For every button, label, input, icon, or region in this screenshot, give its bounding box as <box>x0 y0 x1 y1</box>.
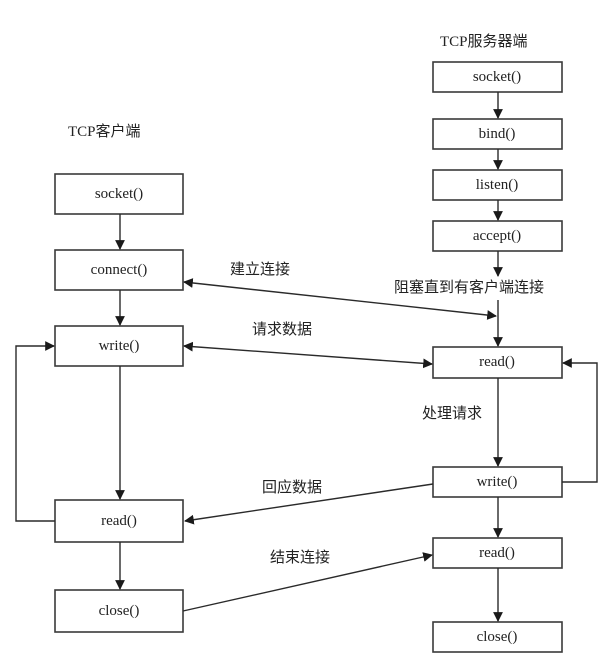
arrow-server-loop-write-to-read <box>562 358 598 483</box>
server-step-listen: listen() <box>432 169 563 201</box>
client-socket-label: socket() <box>95 186 143 202</box>
server-bind-label: bind() <box>479 126 516 142</box>
server-step-accept: accept() <box>432 220 563 252</box>
arrow-establish-connection <box>183 278 497 320</box>
server-title: TCP服务器端 <box>440 33 528 50</box>
arrow-close-connection <box>182 552 433 612</box>
client-step-connect: connect() <box>54 249 184 291</box>
server-close-label: close() <box>477 629 518 645</box>
server-read2-label: read() <box>479 545 515 561</box>
server-step-read: read() <box>432 346 563 379</box>
exchange-label-connect: 建立连接 <box>230 260 290 278</box>
server-accept-label: accept() <box>473 228 521 244</box>
exchange-label-response: 回应数据 <box>262 478 322 496</box>
server-socket-label: socket() <box>473 69 521 85</box>
client-title: TCP客户端 <box>68 123 141 140</box>
server-step-close: close() <box>432 621 563 653</box>
arrow-client-loop-read-to-write <box>15 341 55 522</box>
exchange-label-close: 结束连接 <box>270 548 330 566</box>
client-step-write: write() <box>54 325 184 367</box>
client-connect-label: connect() <box>91 262 148 278</box>
client-close-label: close() <box>99 603 140 619</box>
server-step-read-final: read() <box>432 537 563 569</box>
server-write-label: write() <box>477 474 518 490</box>
exchange-label-request: 请求数据 <box>252 320 312 338</box>
server-listen-label: listen() <box>476 177 519 193</box>
server-step-socket: socket() <box>432 61 563 93</box>
client-write-label: write() <box>99 338 140 354</box>
server-step-write: write() <box>432 466 563 498</box>
server-read-label: read() <box>479 354 515 370</box>
server-block-note: 阻塞直到有客户端连接 <box>394 278 544 296</box>
client-read-label: read() <box>101 513 137 529</box>
client-step-socket: socket() <box>54 173 184 215</box>
server-process-note: 处理请求 <box>422 404 482 422</box>
client-step-read: read() <box>54 499 184 543</box>
arrow-request-data <box>183 341 433 369</box>
server-step-bind: bind() <box>432 118 563 150</box>
client-step-close: close() <box>54 589 184 633</box>
arrow-response-data <box>184 483 434 525</box>
